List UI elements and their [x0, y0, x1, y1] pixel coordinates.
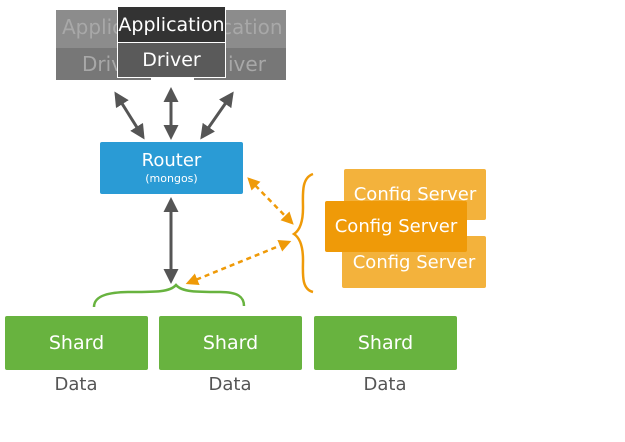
config-server-label: Config Server — [334, 216, 458, 237]
application-label: Application — [118, 13, 225, 36]
shard-label: Shard — [48, 332, 105, 354]
application-node: Application — [117, 6, 226, 43]
router-title: Router — [141, 150, 202, 171]
shard-label: Shard — [202, 332, 259, 354]
app-router-arrow — [200, 91, 234, 140]
shard-data-label: Data — [54, 374, 98, 395]
shard-node: Shard — [159, 316, 302, 370]
application-right-ghost-label: cation — [221, 15, 283, 39]
router-config-arrow — [247, 177, 294, 225]
router-node: Router (mongos) — [100, 142, 243, 194]
shard-brace — [92, 283, 246, 308]
application-left-ghost-label: Applic — [62, 15, 124, 39]
shard-node: Shard — [314, 316, 457, 370]
shard-config-arrow — [185, 239, 292, 286]
config-server-label: Config Server — [353, 184, 477, 205]
config-brace — [291, 172, 314, 294]
driver-left-ghost-label: Driv — [82, 52, 124, 76]
shard-label: Shard — [357, 332, 414, 354]
shard-node: Shard — [5, 316, 148, 370]
driver-right-ghost-label: iver — [228, 52, 266, 76]
router-subtitle: (mongos) — [145, 172, 198, 185]
driver-label: Driver — [142, 49, 201, 71]
shard-data-label: Data — [363, 374, 407, 395]
shard-data-label: Data — [208, 374, 252, 395]
driver-node: Driver — [117, 42, 226, 78]
config-server-primary: Config Server — [325, 201, 467, 252]
config-server-label: Config Server — [352, 251, 476, 273]
app-router-arrow — [114, 91, 145, 140]
